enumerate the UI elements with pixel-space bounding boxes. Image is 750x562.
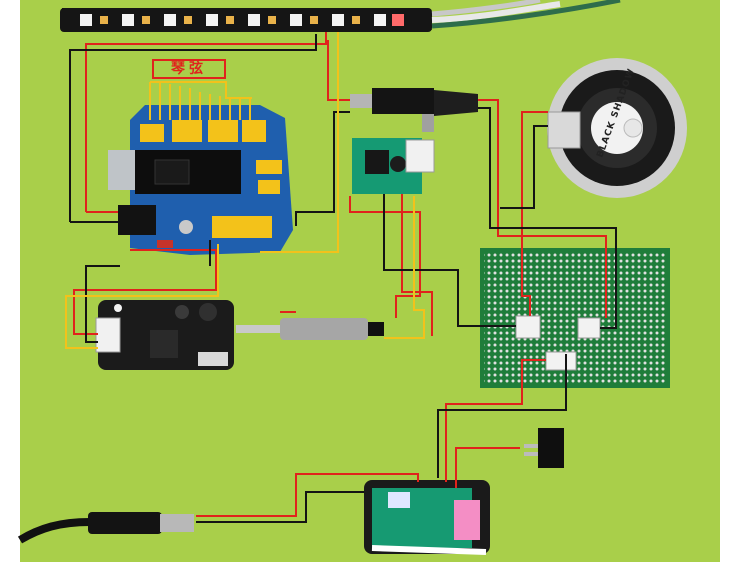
black-wires bbox=[69, 34, 617, 523]
speaker: BLACK SHADOW bbox=[547, 58, 687, 198]
microphone-module bbox=[95, 300, 234, 370]
led-strip bbox=[60, 0, 621, 32]
red-wires bbox=[73, 32, 607, 517]
yellow-wires bbox=[65, 32, 425, 349]
dc-jack-top bbox=[350, 88, 478, 116]
amplifier-module bbox=[352, 88, 435, 194]
audio-jack-plug bbox=[236, 318, 384, 340]
slide-switch bbox=[524, 428, 564, 468]
dc-cable-bottom bbox=[17, 512, 194, 544]
perfboard bbox=[480, 248, 670, 388]
arduino-shield bbox=[108, 105, 293, 255]
battery-module bbox=[364, 480, 490, 555]
strings-label: 琴弦 bbox=[152, 59, 226, 79]
